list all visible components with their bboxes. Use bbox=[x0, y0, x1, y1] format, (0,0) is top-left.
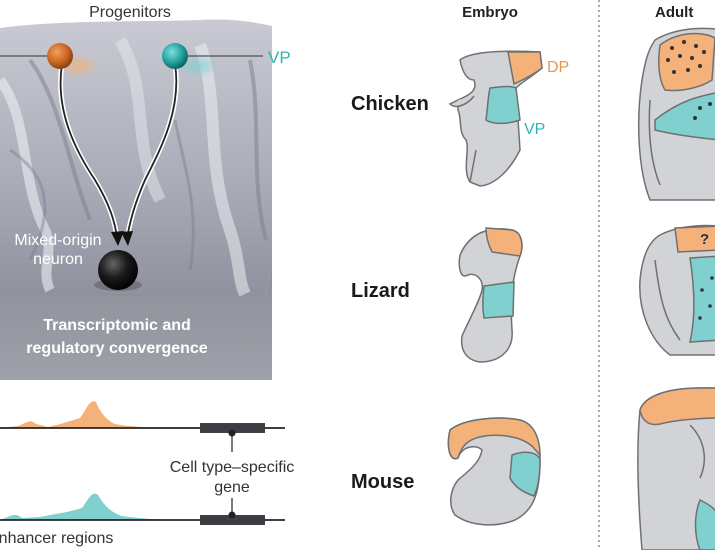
vp-label-left: VP bbox=[268, 48, 291, 67]
arrowhead-left bbox=[111, 231, 124, 246]
species-label-chicken: Chicken bbox=[351, 93, 429, 115]
question-mark: ? bbox=[700, 231, 709, 248]
progenitor-slab bbox=[0, 19, 272, 380]
teal-progenitor bbox=[162, 43, 188, 69]
species-label-mouse: Mouse bbox=[351, 471, 414, 493]
chicken-adult-dots bbox=[666, 40, 712, 120]
gene-callout bbox=[228, 429, 236, 519]
lizard-embryo-brain bbox=[458, 227, 523, 363]
lizard-adult-brain bbox=[639, 224, 715, 356]
orange-enhancer-track bbox=[0, 401, 285, 433]
dp-label: DP bbox=[547, 59, 569, 76]
mouse-adult-brain bbox=[637, 387, 715, 550]
chicken-embryo-brain bbox=[448, 50, 543, 187]
progenitors-title: Progenitors bbox=[89, 4, 171, 21]
arrowhead-right bbox=[121, 231, 133, 246]
adult-header: Adult bbox=[655, 4, 693, 21]
species-label-lizard: Lizard bbox=[351, 280, 410, 302]
orange-progenitor bbox=[47, 43, 73, 69]
teal-enhancer-track bbox=[0, 493, 285, 525]
vp-label-chicken: VP bbox=[524, 121, 545, 138]
embryo-header: Embryo bbox=[462, 4, 518, 21]
lineage-arrows bbox=[58, 63, 179, 246]
enhancer-regions-label: Enhancer regions bbox=[0, 530, 113, 547]
lizard-adult-dots bbox=[698, 276, 714, 320]
neuron-label-line1: Mixed-origin bbox=[14, 232, 101, 249]
convergence-line2: regulatory convergence bbox=[26, 340, 208, 357]
convergence-line1: Transcriptomic and bbox=[43, 317, 191, 334]
mouse-embryo-brain bbox=[447, 417, 541, 526]
gene-label-line1: Cell type–specific bbox=[170, 459, 295, 476]
neuron-label-line2: neuron bbox=[33, 251, 83, 268]
mixed-origin-neuron bbox=[98, 250, 138, 290]
chicken-adult-brain bbox=[637, 27, 715, 201]
gene-label-line2: gene bbox=[214, 479, 250, 496]
